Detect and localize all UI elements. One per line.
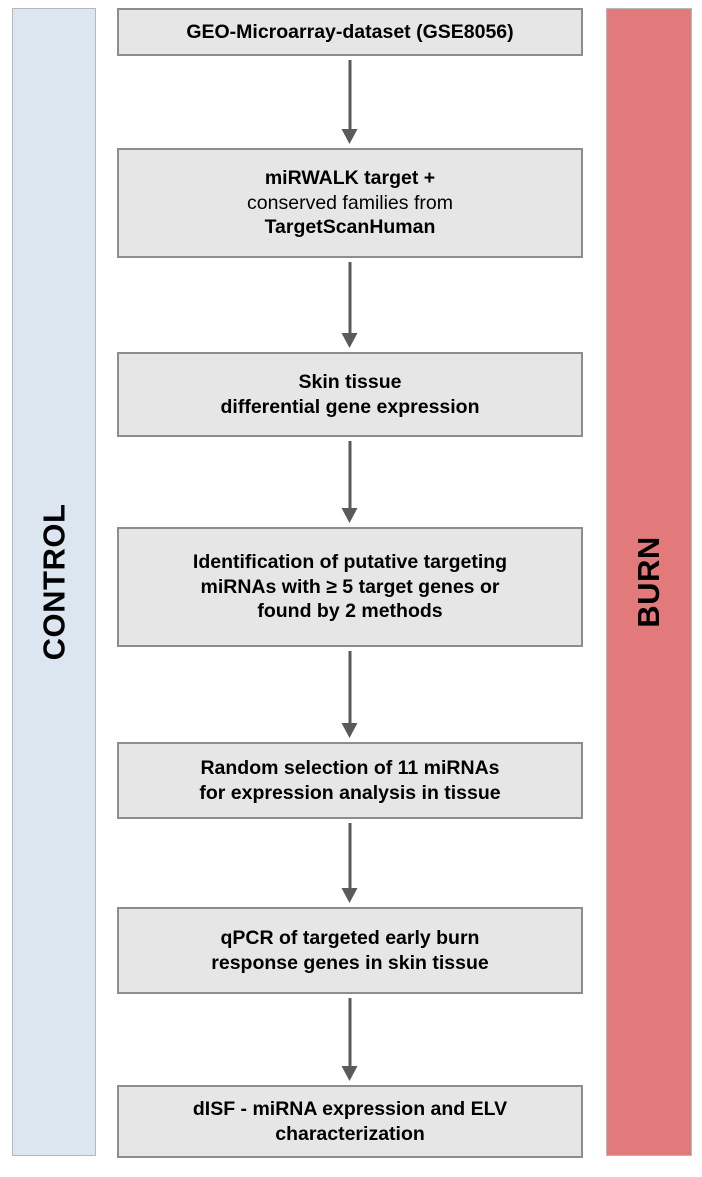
- flow-arrow-random-selection-to-qpcr-burn-genes: [341, 823, 359, 903]
- arrow-head-icon: [341, 129, 358, 144]
- flow-arrow-identification-putative-mirnas-to-random-selection: [341, 651, 359, 738]
- flow-node-text: GEO-Microarray-dataset (GSE8056): [186, 20, 513, 45]
- arrow-stem: [348, 651, 352, 724]
- flow-node-line: dISF - miRNA expression and ELV: [192, 1097, 508, 1120]
- arrow-head-icon: [341, 723, 358, 738]
- arrow-stem: [348, 441, 352, 509]
- flow-node-line: Skin tissue: [298, 370, 402, 393]
- flow-node-line: Identification of putative targeting: [192, 551, 508, 574]
- group-bar-burn: BURN: [606, 8, 692, 1156]
- flow-node-line: GEO-Microarray-dataset (GSE8056): [186, 20, 514, 43]
- group-label-burn: BURN: [631, 536, 666, 628]
- flow-column: GEO-Microarray-dataset (GSE8056) miRWALK …: [117, 8, 583, 1158]
- arrow-head-icon: [341, 508, 358, 523]
- arrow-head-icon: [341, 333, 358, 348]
- arrow-stem: [348, 998, 352, 1067]
- flow-node-line: response genes in skin tissue: [211, 951, 489, 974]
- arrow-stem: [348, 262, 352, 334]
- flow-node-line: TargetScanHuman: [264, 216, 436, 239]
- flow-node-line: Random selection of 11 miRNAs: [200, 756, 500, 779]
- flow-node-line: miRNAs with ≥ 5 target genes or: [200, 575, 500, 598]
- flow-arrow-qpcr-burn-genes-to-disf-mirna-elv: [341, 998, 359, 1081]
- flow-node-geo-dataset: GEO-Microarray-dataset (GSE8056): [117, 8, 583, 56]
- flow-arrow-mirwalk-target-to-skin-tissue-dge: [341, 262, 359, 348]
- group-label-control: CONTROL: [36, 503, 72, 661]
- flow-node-line: miRWALK target +: [264, 167, 436, 190]
- group-bar-control: CONTROL: [12, 8, 96, 1156]
- arrow-stem: [348, 823, 352, 889]
- arrow-head-icon: [341, 888, 358, 903]
- flow-node-line: characterization: [275, 1122, 425, 1145]
- flow-node-line: qPCR of targeted early burn: [220, 926, 480, 949]
- arrow-stem: [348, 60, 352, 130]
- flow-arrow-geo-dataset-to-mirwalk-target: [341, 60, 359, 144]
- flow-node-line: found by 2 methods: [257, 600, 443, 623]
- flow-node-line: conserved families from: [247, 191, 453, 214]
- flow-node-line: differential gene expression: [220, 395, 480, 418]
- flow-arrow-skin-tissue-dge-to-identification-putative-mirnas: [341, 441, 359, 523]
- flow-node-line: for expression analysis in tissue: [199, 781, 501, 804]
- arrow-head-icon: [341, 1066, 358, 1081]
